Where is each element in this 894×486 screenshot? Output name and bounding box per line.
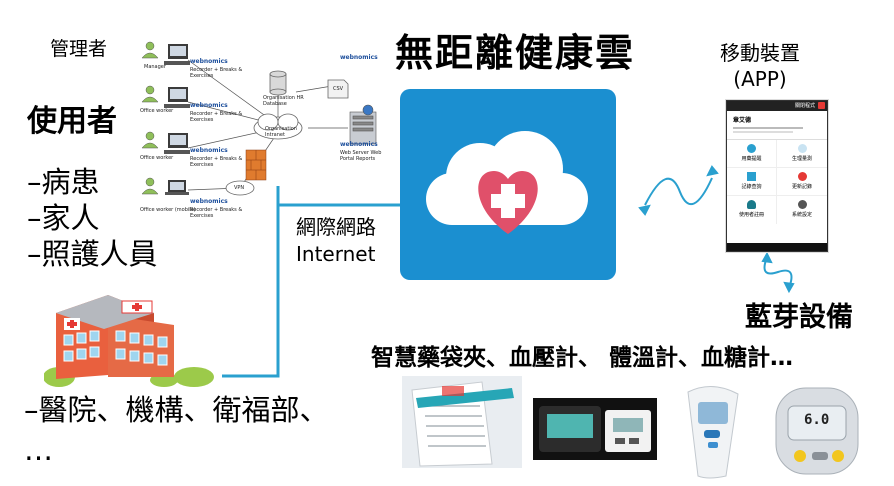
- webnomics-brand-3: webnomics: [190, 147, 228, 154]
- glucose-reading: 6.0: [804, 412, 830, 428]
- menu-settings[interactable]: 系統設定: [777, 196, 827, 224]
- recorder-label-3: Recorder + Breaks & Exercises: [190, 156, 243, 168]
- smart-pill-bag-clip-photo: [402, 376, 522, 468]
- role-office-worker-1: Office worker: [140, 108, 174, 114]
- recorder-label-2: Recorder + Breaks & Exercises: [190, 111, 243, 123]
- devices-list-text: 智慧藥袋夾、血壓計、 體溫計、血糖計…: [371, 345, 794, 371]
- webnomics-brand-1: webnomics: [190, 58, 228, 65]
- hr-database-label: Organisation HR Database: [263, 95, 304, 107]
- records-icon: [747, 172, 756, 181]
- webnomics-brand-top: webnomics: [340, 54, 378, 61]
- user-type-patient: –病患: [27, 165, 100, 199]
- recorder-label-4: Recorder + Breaks & Exercises: [190, 207, 243, 219]
- internet-label-zh: 網際網路: [296, 215, 376, 239]
- vpn-cloud-icon: [225, 180, 255, 196]
- user-type-caregiver: –照護人員: [27, 237, 158, 271]
- server-icon: [349, 104, 377, 145]
- bluetooth-devices-label: 藍芽設備: [745, 302, 853, 333]
- webnomics-brand-4: webnomics: [190, 198, 228, 205]
- menu-vitals[interactable]: 生理量測: [777, 140, 827, 168]
- medical-cross-icon: [491, 184, 525, 218]
- admin-label: 管理者: [50, 38, 108, 60]
- internet-label-en: Internet: [296, 242, 376, 266]
- internet-label: 網際網路 Internet: [296, 214, 376, 268]
- menu-med-reminder[interactable]: 用藥提醒: [727, 140, 777, 168]
- vpn-label: VPN: [234, 185, 245, 191]
- gear-icon: [797, 200, 807, 209]
- health-cloud-app-icon: [400, 89, 616, 280]
- institutions-list: –醫院、機構、衛福部、 …: [24, 390, 329, 470]
- recorder-label-1: Recorder + Breaks & Exercises: [190, 67, 243, 79]
- app-user-info: 章艾德: [727, 111, 827, 140]
- institutions-ellipsis: …: [24, 433, 53, 467]
- intranet-label: Organisation Intranet: [265, 126, 297, 138]
- thermometer-photo: [687, 386, 739, 479]
- phone-mockup: 關閉程式 章艾德 用藥提醒 生理量測 記錄查詢 更新記錄 使用者註冊 系: [726, 100, 828, 252]
- clock-icon: [747, 144, 756, 153]
- hospital-cross-icon: [64, 318, 80, 330]
- csv-label: CSV: [333, 86, 344, 92]
- role-manager: Manager: [144, 64, 166, 70]
- computer-icons: [164, 44, 190, 195]
- csv-file-icon: [327, 79, 349, 99]
- menu-records-query[interactable]: 記錄查詢: [727, 168, 777, 196]
- app-user-name: 章艾德: [733, 117, 752, 124]
- web-server-label: Web Server Web Portal Reports: [340, 150, 382, 162]
- internet-link-line: [222, 186, 280, 378]
- app-close-label[interactable]: 關閉程式: [794, 103, 815, 109]
- institutions-line: –醫院、機構、衛福部、: [24, 393, 329, 427]
- role-office-worker-2: Office worker: [140, 155, 174, 161]
- hospital-building-illustration: [44, 295, 214, 387]
- mobile-label-line2: (APP): [733, 67, 787, 91]
- user-type-family: –家人: [27, 201, 100, 235]
- page-title: 無距離健康雲: [395, 30, 636, 75]
- database-icon: [269, 70, 287, 96]
- app-menu-grid: 用藥提醒 生理量測 記錄查詢 更新記錄 使用者註冊 系統設定: [727, 140, 827, 224]
- role-office-worker-mobile: Office worker (mobile): [140, 207, 196, 213]
- user-type-list: –病患 –家人 –照護人員: [27, 164, 158, 272]
- webnomics-brand-server: webnomics: [340, 141, 378, 148]
- mobile-label-line1: 移動裝置: [720, 41, 800, 65]
- update-icon: [797, 172, 807, 181]
- intranet-cloud-icon: [253, 113, 303, 140]
- webnomics-brand-2: webnomics: [190, 102, 228, 109]
- glucose-meter-photo: [775, 387, 859, 475]
- person-icons: [141, 41, 159, 195]
- hospital-sign-icon: [121, 300, 153, 314]
- menu-update-records[interactable]: 更新記錄: [777, 168, 827, 196]
- users-label: 使用者: [27, 104, 117, 139]
- wireless-link-bluetooth: [761, 251, 795, 294]
- phone-nav-bar: [727, 243, 827, 251]
- network-diagram: [141, 41, 377, 196]
- firewall-icon: [245, 149, 267, 181]
- add-user-icon: [747, 200, 756, 209]
- wireless-link-app: [638, 165, 719, 216]
- mobile-device-label: 移動裝置 (APP): [720, 40, 800, 92]
- vitals-icon: [797, 144, 807, 153]
- power-icon[interactable]: [818, 102, 825, 109]
- blood-pressure-monitor-photo: [533, 398, 657, 460]
- menu-user-register[interactable]: 使用者註冊: [727, 196, 777, 224]
- app-header-bar: 關閉程式: [727, 101, 827, 111]
